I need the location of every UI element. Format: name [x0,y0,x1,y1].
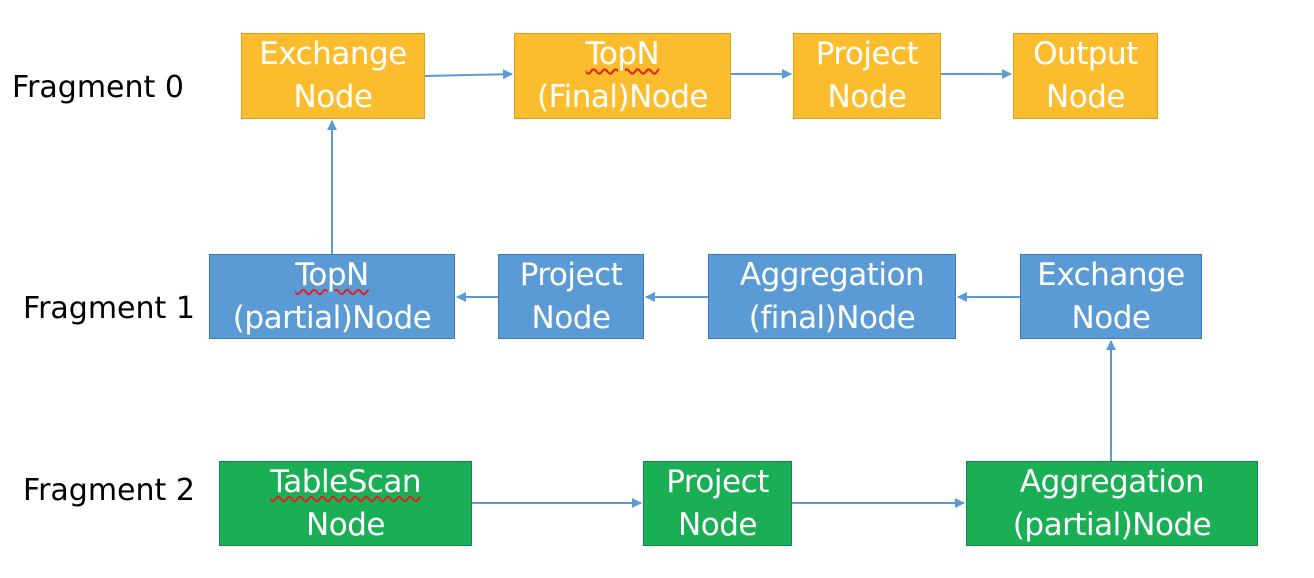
f0-exchange-node-line1: Exchange [259,36,407,72]
f1-project-node-line2: Node [531,299,611,336]
fragment-1-label: Fragment 1 [23,291,195,326]
f1-aggregation-node-line1: Aggregation [739,256,925,293]
f0-topn-node-line1: TopN [585,36,660,72]
f0-output-node: Output Node [1013,33,1158,119]
f2-aggregation-node-line1: Aggregation [1019,463,1205,500]
f0-exchange-node: Exchange Node [241,33,425,119]
f2-project-node-line1: Project [666,463,769,500]
f2-tablescan-node: TableScan Node [219,461,472,546]
f1-exchange-node: Exchange Node [1020,254,1202,339]
f2-tablescan-node-line1: TableScan [269,463,422,500]
f0-project-node-line2: Node [827,79,907,115]
f1-aggregation-node-line2: (final)Node [748,299,916,336]
f2-project-node: Project Node [643,461,792,546]
f0-project-node-line1: Project [815,36,919,72]
f0-output-node-line1: Output [1033,36,1138,72]
edge-f0-exchange-to-topn [424,69,513,80]
f1-aggregation-node: Aggregation (final)Node [708,254,956,339]
f2-tablescan-node-line2: Node [306,506,385,543]
f1-topn-node-line1: TopN [295,256,369,293]
f1-exchange-node-line1: Exchange [1037,256,1185,293]
f0-project-node: Project Node [793,33,941,119]
f0-exchange-node-line2: Node [293,79,373,115]
f1-project-node: Project Node [498,254,644,339]
f2-aggregation-node: Aggregation (partial)Node [966,461,1258,546]
f1-topn-node-line2: (partial)Node [232,299,432,336]
f1-topn-node: TopN (partial)Node [209,254,455,339]
fragment-2-label: Fragment 2 [23,473,195,508]
f0-topn-node-line2: (Final)Node [536,79,709,115]
f0-output-node-line2: Node [1046,79,1125,115]
fragment-0-label: Fragment 0 [12,70,184,105]
f1-project-node-line1: Project [519,256,623,293]
f1-exchange-node-line2: Node [1071,299,1151,336]
f2-aggregation-node-line2: (partial)Node [1012,506,1212,543]
f2-project-node-line2: Node [678,506,757,543]
f0-topn-node: TopN (Final)Node [514,33,731,119]
